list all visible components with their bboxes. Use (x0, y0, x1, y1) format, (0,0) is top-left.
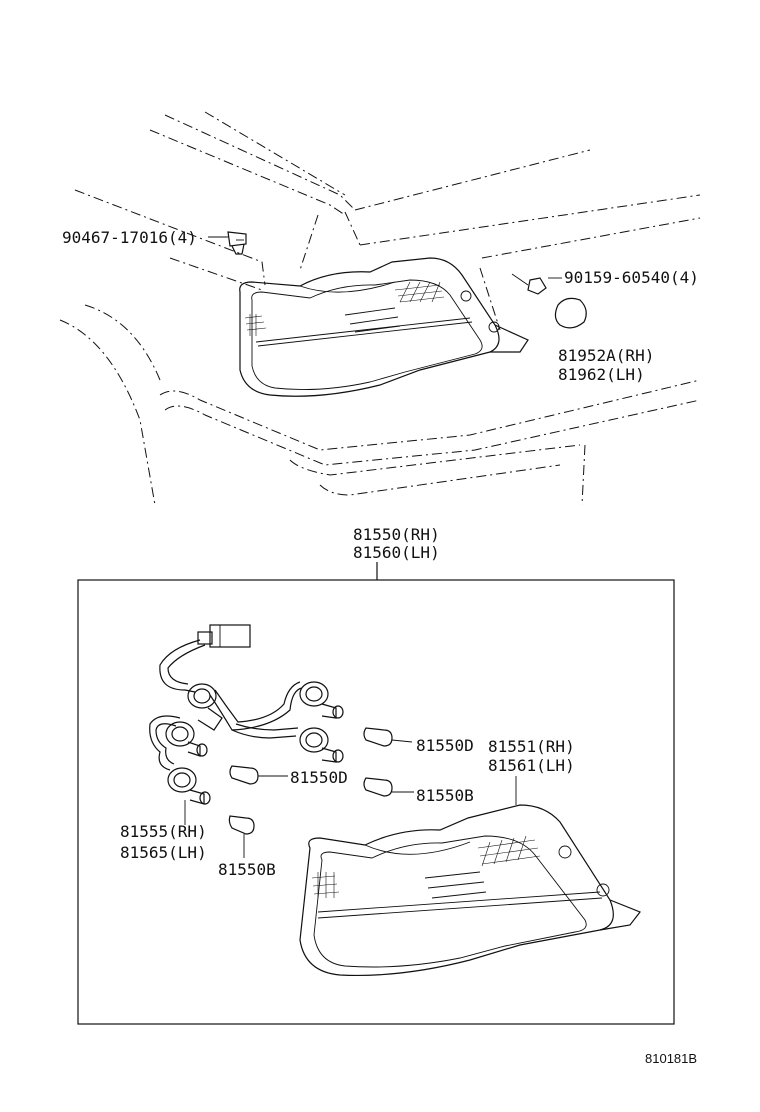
socket-mid-left (165, 721, 208, 757)
ref-code: 810181B (645, 1051, 697, 1066)
screw-icon (227, 231, 247, 255)
label-lens-rh: 81551(RH) (488, 737, 575, 756)
label-cover-rh: 81952A(RH) (558, 346, 654, 365)
bulb-icon-b2 (228, 815, 255, 858)
cover-cap-icon (554, 297, 587, 329)
bulb-icon-d2 (229, 765, 288, 785)
label-socket-rh: 81555(RH) (120, 822, 207, 841)
bulb-icon-b1 (363, 777, 414, 797)
bulb-icon-d1 (363, 727, 413, 747)
socket-upper-right (299, 681, 344, 719)
label-bulb-d1: 81550D (416, 736, 474, 755)
tail-lamp-installed (239, 257, 529, 397)
label-socket-lh: 81565(LH) (120, 843, 207, 862)
label-cover-lh: 81962(LH) (558, 365, 645, 384)
label-lens-lh: 81561(LH) (488, 756, 575, 775)
wiring-harness (149, 624, 344, 805)
label-bulb-b2: 81550B (218, 860, 276, 879)
assembly-frame (77, 579, 675, 1025)
label-assy-lh: 81560(LH) (353, 543, 440, 562)
socket-mid-right (299, 727, 344, 763)
label-screw: 90467-17016(4) (62, 228, 197, 247)
label-bulb-d2: 81550D (290, 768, 348, 787)
bolt-icon (511, 273, 547, 295)
socket-upper-left (187, 683, 223, 731)
tail-lamp-lens (299, 804, 641, 977)
label-assy-rh: 81550(RH) (353, 525, 440, 544)
socket-lower-left (167, 767, 211, 805)
label-bulb-b1: 81550B (416, 786, 474, 805)
label-bolt: 90159-60540(4) (564, 268, 699, 287)
vehicle-body-outline (59, 111, 701, 506)
